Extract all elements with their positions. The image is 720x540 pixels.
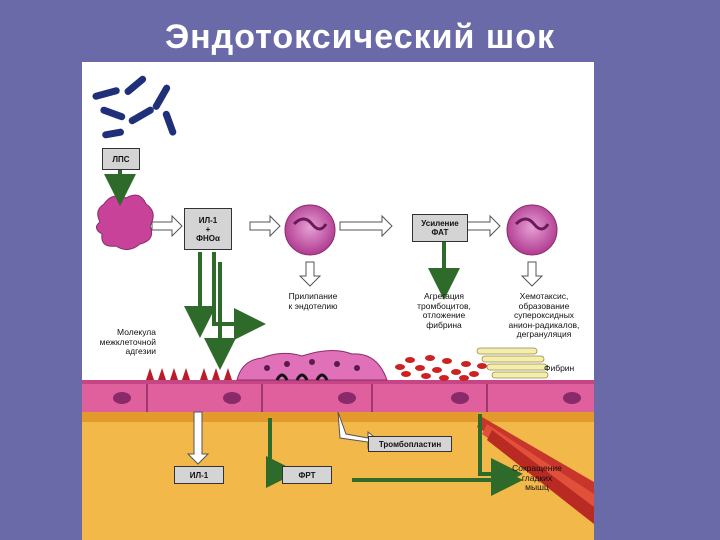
fat-boost-box: Усиление ФАТ (412, 214, 468, 242)
label-fibrin: Фибрин (544, 363, 575, 373)
label-smooth-muscle: Сокращение гладких мышц (502, 463, 572, 493)
label-chemotaxis-line-5: дегрануляция (516, 329, 572, 339)
il1-bottom-label: ИЛ-1 (189, 470, 209, 480)
lps-label: ЛПС (112, 154, 130, 164)
label-smooth-muscle-line-1: Сокращение (512, 463, 562, 473)
frt-label: ФРТ (298, 470, 316, 480)
il1-tnf-line-1: ИЛ-1 (198, 215, 218, 225)
slide-title: Эндотоксический шок (164, 18, 556, 56)
label-chemotaxis-line-2: образование (518, 300, 570, 311)
leukocyte-1 (284, 204, 336, 256)
label-chemotaxis-line-3: супероксидных (513, 310, 575, 320)
fat-boost-line-2: ФАТ (431, 228, 449, 237)
fat-boost-line-1: Усиление (421, 219, 459, 228)
label-smooth-muscle-line-2: гладких (521, 472, 553, 483)
il1-bottom-box: ИЛ-1 (174, 466, 224, 484)
adhesion-molecules (146, 368, 232, 380)
il1-tnf-line-2: + (205, 224, 211, 234)
il1-tnf-box: ИЛ-1 + ФНОα (184, 208, 232, 250)
label-platelet-aggregation-line-4: фибрина (426, 319, 462, 330)
label-platelet-aggregation: Агрегация тромбоцитов, отложение фибрина (404, 291, 484, 330)
frt-box: ФРТ (282, 466, 332, 484)
leukocyte-2 (506, 204, 558, 256)
macrophage (96, 194, 154, 250)
label-platelet-aggregation-line-3: отложение (422, 310, 466, 320)
label-adhesion-endothelium-line-2: к эндотелию (288, 300, 338, 311)
label-chemotaxis: Хемотаксис, образование супероксидных ан… (496, 291, 592, 340)
adhered-leukocyte (236, 350, 388, 381)
diagram-panel: ЛПС ИЛ-1 + ФНОα Усиление ФАТ Тромбопласт… (82, 62, 594, 540)
fibrin-strands (476, 347, 549, 379)
label-adhesion-molecule-line-1: Молекула (117, 327, 156, 337)
label-platelet-aggregation-line-1: Агрегация (423, 291, 465, 301)
label-adhesion-endothelium: Прилипание к эндотелию (278, 291, 348, 311)
endothelium (82, 380, 594, 412)
bacteria-cluster (92, 75, 177, 139)
label-chemotaxis-line-1: Хемотаксис, (519, 291, 569, 301)
label-adhesion-molecule-line-3: адгезии (125, 346, 156, 356)
thromboplastin-box: Тромбопластин (368, 436, 452, 452)
diagram-canvas (82, 75, 594, 540)
lps-box: ЛПС (102, 148, 140, 170)
label-adhesion-endothelium-line-1: Прилипание (288, 291, 338, 301)
label-adhesion-molecule-line-2: межклеточной (99, 336, 156, 347)
white-arrows (151, 214, 544, 465)
smooth-muscle (477, 417, 594, 524)
label-smooth-muscle-line-3: мышц (525, 482, 549, 492)
thromboplastin-label: Тромбопластин (378, 439, 442, 449)
il1-tnf-line-3: ФНОα (196, 233, 220, 243)
label-chemotaxis-line-4: анион-радикалов, (508, 319, 580, 330)
label-adhesion-molecule: Молекула межклеточной адгезии (84, 327, 156, 357)
label-platelet-aggregation-line-2: тромбоцитов, (417, 300, 471, 311)
green-arrows (104, 170, 523, 496)
platelet-aggregate (395, 355, 487, 381)
